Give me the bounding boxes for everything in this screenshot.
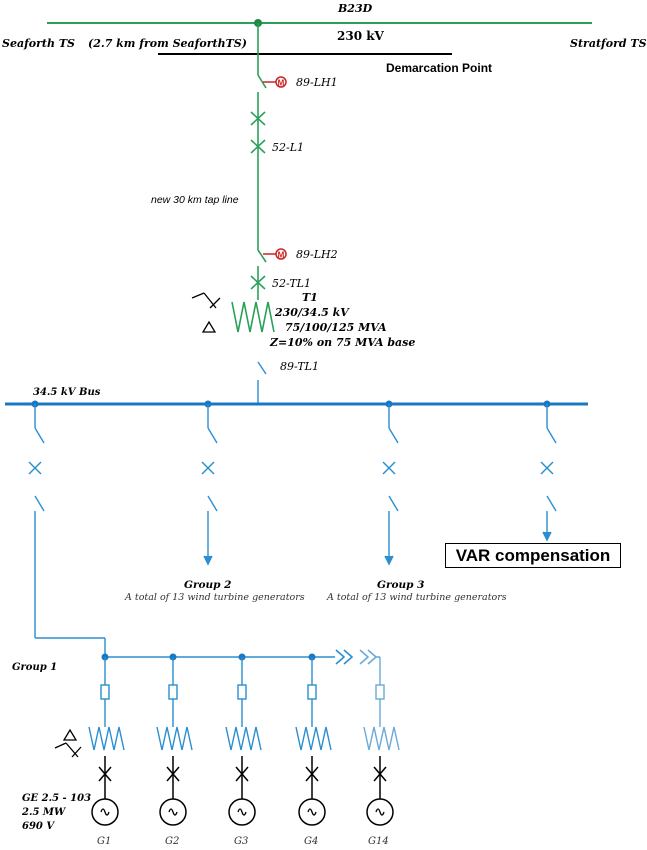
tap-distance-label: (2.7 km from SeaforthTS) (88, 37, 247, 50)
transformer-name: T1 (302, 291, 318, 304)
demarcation-label: Demarcation Point (386, 61, 492, 75)
feeder-group2 (201, 404, 218, 566)
tap-line (250, 23, 267, 300)
group2-desc: A total of 13 wind turbine generators (124, 592, 305, 603)
feeder-var (540, 404, 557, 542)
tap-line-label: new 30 km tap line (151, 194, 239, 206)
var-compensation-box: VAR compensation (445, 543, 621, 568)
group3-desc: A total of 13 wind turbine generators (326, 592, 507, 603)
bus-label: 34.5 kV Bus (33, 387, 101, 398)
switch-89-tl1-label: 89-TL1 (280, 360, 319, 373)
switch-89-tl1 (257, 361, 267, 404)
left-station-label: Seaforth TS (2, 37, 75, 50)
gen-label-g3: G3 (234, 836, 248, 847)
motor-operator-2: M (263, 248, 287, 260)
generator-branch-g1 (88, 653, 125, 826)
right-station-label: Stratford TS (570, 37, 647, 50)
feeder-group1 (28, 404, 106, 657)
line-name: B23D (337, 2, 373, 15)
motor-operator-1: M (263, 76, 287, 88)
generator-branch-g3 (225, 653, 262, 826)
switch-89-lh2-label: 89-LH2 (296, 248, 338, 261)
gen-mw-label: 2.5 MW (21, 807, 67, 818)
feeder-group3 (382, 404, 399, 566)
motor-symbol-2: M (278, 251, 285, 260)
group1-collector (105, 649, 380, 665)
gen-label-g2: G2 (165, 836, 179, 847)
voltage-label: 230 kV (337, 29, 385, 43)
group2-title: Group 2 (184, 579, 231, 591)
var-compensation-label: VAR compensation (455, 545, 611, 565)
transformer-impedance: Z=10% on 75 MVA base (269, 336, 415, 349)
gen-voltage-label: 690 V (22, 821, 55, 832)
generator-branch-g14 (363, 657, 400, 826)
group1-label: Group 1 (12, 662, 57, 673)
generator-branch-g2 (156, 653, 193, 826)
gen-label-g14: G14 (368, 836, 389, 847)
motor-symbol-1: M (278, 79, 285, 88)
group3-title: Group 3 (377, 579, 424, 591)
transformer-t1 (191, 292, 275, 333)
gen-label-g4: G4 (304, 836, 318, 847)
switch-89-lh1-label: 89-LH1 (296, 76, 338, 89)
gsu-tap-changer (54, 728, 82, 758)
gen-model-label: GE 2.5 - 103 (22, 793, 91, 804)
transformer-voltage: 230/34.5 kV (274, 306, 350, 319)
generator-branch-g4 (295, 653, 332, 826)
transformer-rating: 75/100/125 MVA (285, 321, 387, 334)
breaker-52-tl1-label: 52-TL1 (272, 277, 311, 290)
gen-label-g1: G1 (97, 836, 111, 847)
breaker-52-l1-label: 52-L1 (272, 141, 304, 154)
